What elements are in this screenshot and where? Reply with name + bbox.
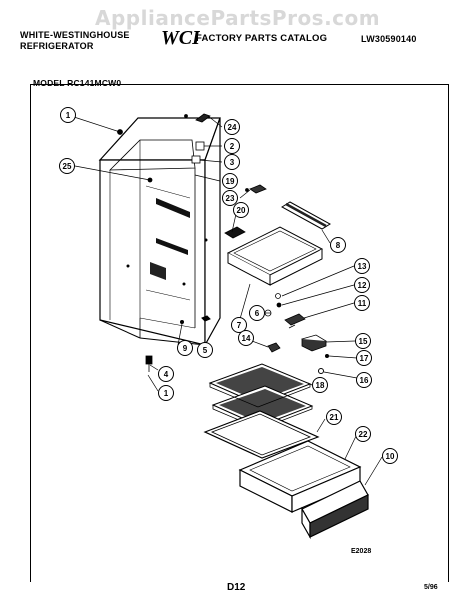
diagram-frame [30,84,449,582]
callout-1: 1 [60,107,76,123]
callout-20: 20 [233,202,249,218]
part-16 [318,368,324,374]
callout-8: 8 [330,237,346,253]
callout-23: 23 [222,190,238,206]
callout-label: 23 [226,194,235,203]
callout-label: 8 [336,241,341,250]
callout-19: 19 [222,173,238,189]
catalog-title: FACTORY PARTS CATALOG [196,33,328,44]
callout-label: 14 [242,334,251,343]
callout-7: 7 [231,317,247,333]
part-17 [325,354,329,358]
callout-4: 4 [158,366,174,382]
callout-label: 18 [316,381,325,390]
crisper-cover [203,410,320,459]
callout-label: 16 [360,376,369,385]
callout-14: 14 [238,330,254,346]
callout-label: 11 [358,299,367,308]
callout-3: 3 [224,154,240,170]
cabinet-drawing [98,117,221,348]
light-socket [267,342,281,353]
callout-label: 25 [63,162,72,171]
callout-label: 3 [230,158,235,167]
callout-label: 24 [228,123,237,132]
callout-label: 7 [237,321,242,330]
callout-label: 1 [66,111,71,120]
callout-label: 17 [360,354,369,363]
wire-shelves [208,363,314,430]
callout-17: 17 [356,350,372,366]
callout-18: 18 [312,377,328,393]
model-label: MODEL RC141MCW0 [33,78,122,88]
callout-label: 22 [359,430,368,439]
callout-24: 24 [224,119,240,135]
callout-9: 9 [177,340,193,356]
callout-label: 5 [203,346,208,355]
page-number: D12 [227,582,246,593]
light-cover [301,334,327,352]
callout-25: 25 [59,158,75,174]
brand-line-1: WHITE-WESTINGHOUSE [20,30,130,40]
callout-12: 12 [354,277,370,293]
control-knob [224,226,246,239]
hinge-parts [117,113,211,183]
callout-2: 2 [224,138,240,154]
callout-label: 9 [183,344,188,353]
part-5-clip [201,315,211,322]
callout-label: 21 [330,413,339,422]
callout-label: 1 [164,389,169,398]
watermark: AppliancePartsPros.com [95,6,381,30]
catalog-date: 5/96 [424,584,438,591]
callout-1: 1 [158,385,174,401]
brand-line-2: REFRIGERATOR [20,41,94,51]
callout-label: 13 [358,262,367,271]
callout-5: 5 [197,342,213,358]
thermostat [245,184,267,194]
logo-text: WCI [161,28,200,48]
callout-21: 21 [326,409,342,425]
callout-label: 4 [164,370,169,379]
callout-10: 10 [382,448,398,464]
callout-13: 13 [354,258,370,274]
callout-label: 15 [359,337,368,346]
callout-6: 6 [249,305,265,321]
wci-logo: WCI [160,27,201,53]
callout-16: 16 [356,372,372,388]
callout-22: 22 [355,426,371,442]
callout-label: 20 [237,206,246,215]
figure-code: E2028 [351,548,372,555]
callout-label: 2 [230,142,235,151]
callout-label: 19 [226,177,235,186]
leader-lines [73,115,383,486]
part-9-screw [180,320,184,324]
catalog-number: LW30590140 [361,34,417,44]
callout-11: 11 [354,295,370,311]
shelf-rail [281,201,331,230]
crisper-drawer [238,440,362,513]
callout-label: 12 [358,281,367,290]
crisper-front-panel [301,480,369,540]
freezer-tray [226,226,324,286]
leveling-leg [145,355,153,372]
callout-label: 10 [386,452,395,461]
fasteners [264,293,282,317]
callout-15: 15 [355,333,371,349]
callout-label: 6 [255,309,260,318]
mounting-bracket [284,313,306,329]
